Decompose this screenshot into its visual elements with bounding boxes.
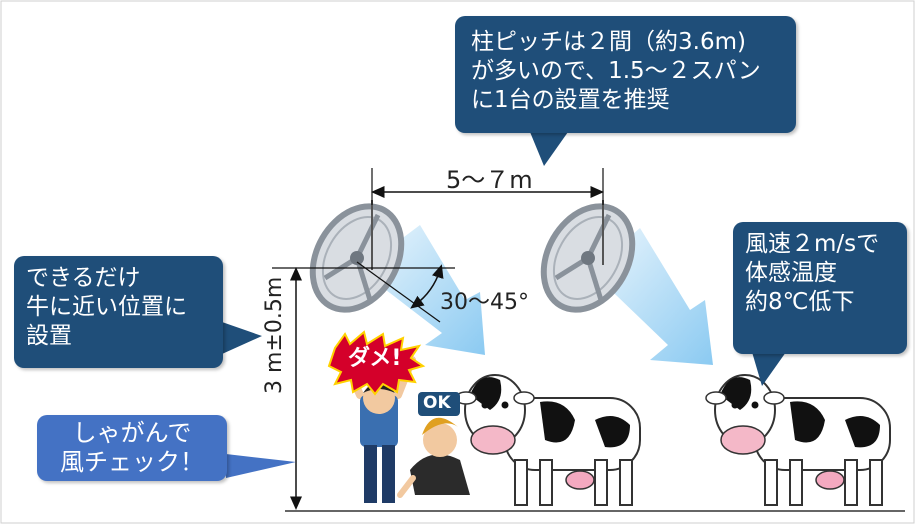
cow-right-icon	[705, 374, 891, 506]
pillar-pitch-line-2: が多いので、1.5～２スパン	[471, 57, 761, 84]
ok-sign-box	[418, 392, 460, 416]
angle-tilt-line	[356, 261, 441, 323]
wind-speed-line-1: 風速２m/sで	[745, 231, 880, 257]
fan-spacing-label: 5～７m	[446, 166, 533, 194]
wind-speed-callout: 風速２m/sで 体感温度 約8℃低下	[733, 222, 907, 354]
crouch-check-callout: しゃがんで 風チェック！	[37, 415, 227, 481]
close-to-cow-callout-tail	[222, 322, 262, 354]
angle-arc	[410, 264, 444, 309]
wind-speed-line-3: 約8℃低下	[745, 288, 855, 315]
bad-sign-text: ダメ!	[348, 346, 402, 371]
crouching-person-icon	[397, 417, 470, 498]
fan-right-icon	[540, 200, 636, 313]
pillar-pitch-line-1: 柱ピッチは２間（約3.6m)	[471, 29, 746, 55]
fan-left-icon	[309, 200, 405, 313]
bad-sign-burst	[327, 330, 426, 396]
mount-height-label: 3 m±0.5m	[262, 276, 287, 394]
crouch-check-line-1: しゃがんで	[72, 419, 192, 447]
cow-left-icon	[455, 374, 641, 506]
wind-speed-callout-tail	[752, 352, 786, 386]
wind-speed-line-2: 体感温度	[745, 259, 837, 286]
ok-sign-text: OK	[423, 393, 451, 413]
pillar-pitch-callout: 柱ピッチは２間（約3.6m) が多いので、1.5～２スパン に1台の設置を推奨	[455, 16, 796, 133]
close-to-cow-line-1: できるだけ	[26, 265, 141, 291]
close-to-cow-callout: できるだけ 牛に近い位置に 設置	[14, 256, 223, 368]
pillar-pitch-line-3: に1台の設置を推奨	[471, 86, 670, 113]
tilt-angle-label: 30～45°	[440, 290, 529, 315]
close-to-cow-line-3: 設置	[26, 322, 72, 349]
pillar-pitch-callout-tail	[530, 132, 568, 166]
close-to-cow-line-2: 牛に近い位置に	[26, 293, 187, 320]
crouch-check-line-2: 風チェック！	[60, 447, 204, 476]
crouch-check-callout-tail	[226, 454, 296, 478]
